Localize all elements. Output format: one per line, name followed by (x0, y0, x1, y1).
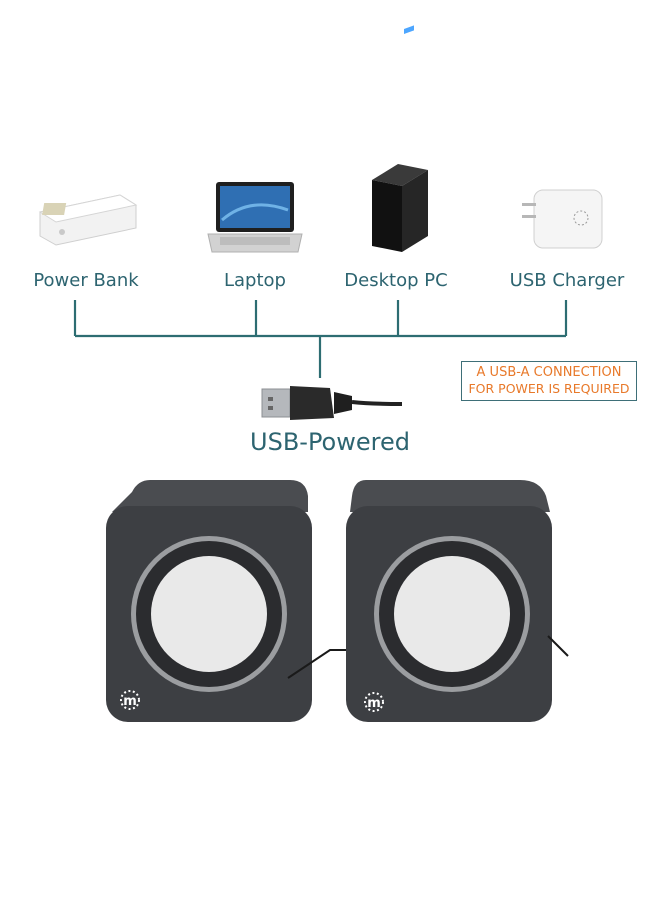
power-bank-icon (38, 194, 138, 246)
usb-plug-icon (261, 386, 403, 420)
device-label-desktop-pc: Desktop PC (344, 270, 448, 291)
notice-line-1: A USB-A CONNECTION (476, 365, 622, 380)
speaker-left: m (106, 480, 312, 722)
laptop-icon (207, 182, 303, 253)
desktop-pc-icon (372, 25, 428, 252)
connection-lines (73, 300, 568, 378)
usb-notice-box: A USB-A CONNECTION FOR POWER IS REQUIRED (461, 361, 637, 401)
device-label-power-bank: Power Bank (33, 270, 139, 291)
notice-line-2: FOR POWER IS REQUIRED (468, 381, 630, 396)
svg-text:m: m (123, 694, 137, 709)
device-label-usb-charger: USB Charger (509, 270, 625, 291)
brand-logo-icon: m (364, 692, 384, 712)
brand-logo-icon: m (120, 690, 140, 710)
svg-text:m: m (367, 696, 381, 711)
speaker-cable (287, 649, 348, 679)
speaker-cable-right (547, 635, 569, 657)
usb-powered-title: USB-Powered (250, 428, 410, 456)
speaker-right: m (346, 480, 552, 722)
usb-charger-icon (522, 189, 603, 249)
device-label-laptop: Laptop (224, 270, 286, 291)
